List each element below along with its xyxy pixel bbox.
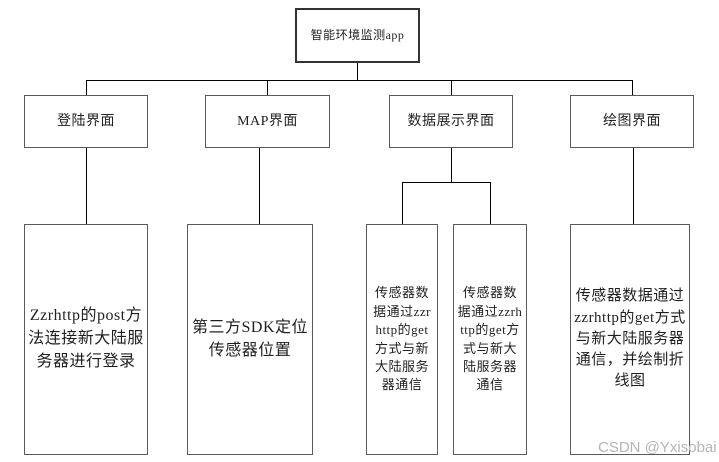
connector-level2-bus [86, 80, 633, 81]
node-label: 登陆界面 [57, 113, 115, 129]
connector-map-detail [259, 148, 260, 224]
connector-data-trunk [451, 148, 452, 182]
node-map-screen: MAP界面 [205, 95, 330, 148]
node-detail-chart: 传感器数据通过zzrhttp的get方式与新大陆服务器通信，并绘制折线图 [570, 224, 690, 455]
connector-drop-login [86, 80, 87, 95]
csdn-watermark: CSDN @Yxisobai [598, 439, 717, 456]
node-label: 绘图界面 [603, 113, 661, 129]
connector-drop-chart [632, 80, 633, 95]
node-label: 数据展示界面 [407, 113, 495, 129]
connector-root-trunk [357, 63, 358, 81]
node-label: 传感器数据通过zzrhttp的get方式与新大陆服务器通信，并绘制折线图 [574, 288, 686, 390]
node-chart-screen: 绘图界面 [570, 95, 694, 148]
connector-data-drop-left [402, 182, 403, 224]
node-label: 传感器数据通过zzrhttp的get方式与新大陆服务器通信 [373, 285, 431, 393]
node-label: 智能环境监测app [310, 27, 405, 42]
connector-chart-detail [633, 148, 634, 224]
connector-data-drop-right [490, 182, 491, 224]
node-label: MAP界面 [237, 113, 298, 129]
node-label: 第三方SDK定位传感器位置 [191, 318, 308, 359]
node-login-screen: 登陆界面 [24, 95, 148, 148]
node-detail-data-left: 传感器数据通过zzrhttp的get方式与新大陆服务器通信 [366, 224, 438, 455]
node-detail-data-right: 传感器数据通过zzrhttp的get方式与新大陆服务器通信 [453, 224, 527, 455]
connector-login-detail [86, 148, 87, 224]
connector-drop-data [451, 80, 452, 95]
node-app-root: 智能环境监测app [295, 8, 420, 63]
node-label: 传感器数据通过zzrhttp的get方式与新大陆服务器通信 [457, 285, 523, 393]
node-detail-map: 第三方SDK定位传感器位置 [187, 224, 313, 455]
node-data-display-screen: 数据展示界面 [389, 95, 513, 148]
connector-drop-map [267, 80, 268, 95]
node-label: Zzrhttp的post方法连接新大陆服务器进行登录 [28, 307, 144, 370]
connector-data-bus [402, 182, 490, 183]
node-detail-login: Zzrhttp的post方法连接新大陆服务器进行登录 [24, 224, 148, 455]
